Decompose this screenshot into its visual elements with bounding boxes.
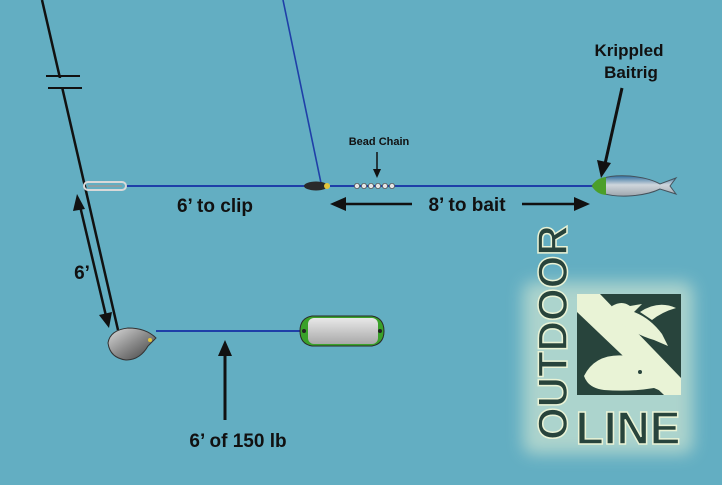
bait-fish <box>591 175 678 197</box>
downrigger-weight <box>107 327 157 361</box>
bait-rig-arrow <box>597 87 624 178</box>
outdoor-line-logo: OUTDOOR LINE <box>523 225 693 455</box>
main-fishing-line <box>282 0 322 184</box>
to-bait-arrow <box>330 197 590 211</box>
leader-arrow <box>218 340 232 420</box>
bead-chain <box>353 182 395 189</box>
release-clip <box>83 181 127 191</box>
to-bait-label: 8’ to bait <box>428 195 506 216</box>
fish-icon <box>584 355 668 394</box>
leader-label: 6’ of 150 lb <box>189 431 286 452</box>
bait-rig-label-line2: Baitrig <box>604 63 658 82</box>
six-foot-label: 6’ <box>74 263 90 284</box>
downrigger-cable <box>40 0 120 331</box>
flasher <box>299 315 385 347</box>
logo-word-line: LINE <box>576 402 681 454</box>
cable-break-mark <box>46 75 82 89</box>
swivel <box>304 181 330 191</box>
six-foot-arrow <box>73 194 112 328</box>
logo-word-outdoor: OUTDOOR <box>529 225 576 440</box>
to-clip-label: 6’ to clip <box>177 196 253 217</box>
bead-chain-label: Bead Chain <box>349 136 410 148</box>
duck-icon <box>612 303 676 346</box>
bait-rig-label-line1: Krippled <box>595 41 664 60</box>
bead-chain-arrow <box>373 152 381 178</box>
